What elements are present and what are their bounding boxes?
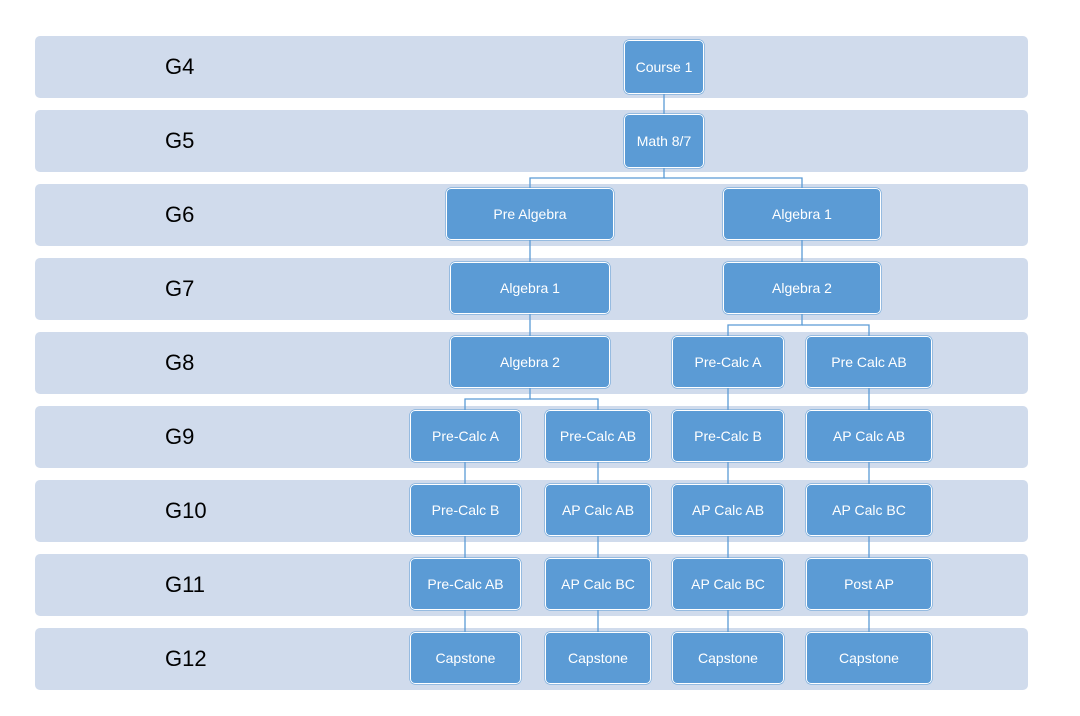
- grade-label: G4: [165, 54, 195, 79]
- course-node-g12-3[interactable]: Capstone: [672, 632, 784, 684]
- course-node-g11-3[interactable]: AP Calc BC: [672, 558, 784, 610]
- grade-label: G10: [165, 498, 207, 523]
- grade-label: G9: [165, 424, 195, 449]
- course-node-g9-4[interactable]: AP Calc AB: [806, 410, 932, 462]
- course-node-g10-2[interactable]: AP Calc AB: [545, 484, 651, 536]
- course-node-g11-4[interactable]: Post AP: [806, 558, 932, 610]
- course-node-course-1[interactable]: Course 1: [624, 40, 704, 94]
- course-node-g9-2[interactable]: Pre-Calc AB: [545, 410, 651, 462]
- course-node-g8-pre-calc-a[interactable]: Pre-Calc A: [672, 336, 784, 388]
- course-node-g12-1[interactable]: Capstone: [410, 632, 521, 684]
- connector: [664, 177, 803, 188]
- connector: [802, 324, 870, 336]
- connector: [727, 314, 803, 336]
- grade-band-g4: [35, 36, 1028, 98]
- grade-band-g5: [35, 110, 1028, 172]
- course-node-g7-algebra-1[interactable]: Algebra 1: [450, 262, 610, 314]
- course-node-math-8-7[interactable]: Math 8/7: [624, 114, 704, 168]
- course-node-g11-2[interactable]: AP Calc BC: [545, 558, 651, 610]
- grade-label: G11: [165, 572, 205, 597]
- course-node-g7-algebra-2[interactable]: Algebra 2: [723, 262, 881, 314]
- course-node-g10-4[interactable]: AP Calc BC: [806, 484, 932, 536]
- course-node-g6-algebra-1[interactable]: Algebra 1: [723, 188, 881, 240]
- connector: [464, 388, 531, 410]
- course-node-g6-pre-algebra[interactable]: Pre Algebra: [446, 188, 614, 240]
- course-node-g12-4[interactable]: Capstone: [806, 632, 932, 684]
- grade-label: G8: [165, 350, 195, 375]
- course-node-g9-1[interactable]: Pre-Calc A: [410, 410, 521, 462]
- grade-label: G5: [165, 128, 195, 153]
- course-node-g8-algebra-2[interactable]: Algebra 2: [450, 336, 610, 388]
- course-node-g8-pre-calc-ab[interactable]: Pre Calc AB: [806, 336, 932, 388]
- connector: [530, 398, 599, 410]
- grade-label: G7: [165, 276, 195, 301]
- course-node-g9-3[interactable]: Pre-Calc B: [672, 410, 784, 462]
- connector: [529, 168, 665, 188]
- grade-label: G12: [165, 646, 207, 671]
- course-node-g12-2[interactable]: Capstone: [545, 632, 651, 684]
- course-node-g11-1[interactable]: Pre-Calc AB: [410, 558, 521, 610]
- course-node-g10-1[interactable]: Pre-Calc B: [410, 484, 521, 536]
- grade-label: G6: [165, 202, 195, 227]
- course-node-g10-3[interactable]: AP Calc AB: [672, 484, 784, 536]
